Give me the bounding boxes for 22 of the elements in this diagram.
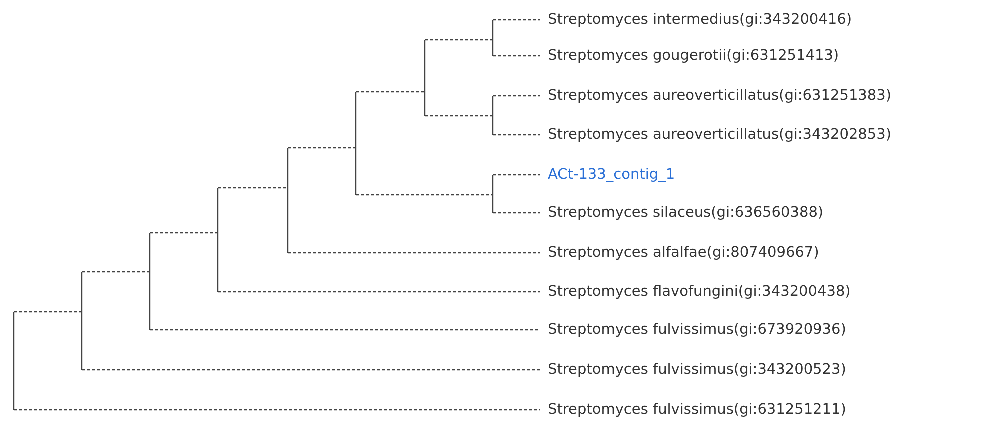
- branch-line: [288, 252, 540, 254]
- branch-line: [493, 95, 540, 97]
- branch-line: [218, 291, 540, 293]
- branch-line: [14, 409, 540, 411]
- branch-line: [493, 19, 540, 21]
- taxon-label: Streptomyces silaceus(gi:636560388): [548, 204, 824, 222]
- branch-line: [493, 174, 540, 176]
- taxon-label: Streptomyces fulvissimus(gi:343200523): [548, 361, 846, 379]
- branch-line: [82, 369, 540, 371]
- taxon-label: Streptomyces fulvissimus(gi:631251211): [548, 401, 846, 419]
- taxon-label: Streptomyces alfalfae(gi:807409667): [548, 244, 820, 262]
- taxon-label: Streptomyces flavofungini(gi:343200438): [548, 283, 851, 301]
- taxon-label: Streptomyces aureoverticillatus(gi:343202853): [548, 126, 892, 144]
- branch-line: [493, 55, 540, 57]
- branch-line: [493, 134, 540, 136]
- taxon-label: Streptomyces aureoverticillatus(gi:631251383): [548, 87, 892, 105]
- taxon-label: ACt-133_contig_1: [548, 166, 676, 184]
- taxon-label: Streptomyces intermedius(gi:343200416): [548, 11, 852, 29]
- branch-line: [493, 212, 540, 214]
- taxon-label: Streptomyces fulvissimus(gi:673920936): [548, 321, 846, 339]
- taxon-label: Streptomyces gougerotii(gi:631251413): [548, 47, 840, 65]
- branch-line: [150, 329, 540, 331]
